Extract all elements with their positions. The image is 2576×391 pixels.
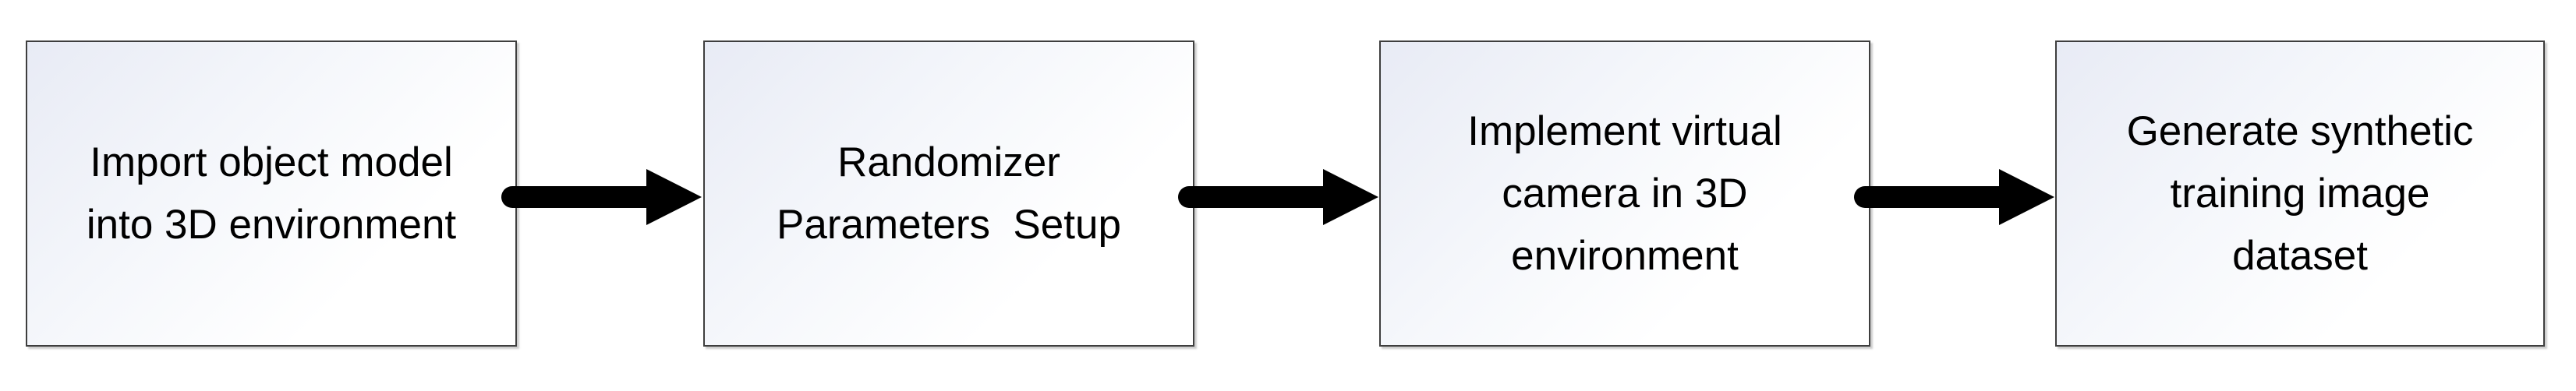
step-label-line: Implement virtual xyxy=(1467,107,1782,154)
step-label: Randomizer Parameters Setup xyxy=(777,132,1121,256)
flow-arrow-3-icon xyxy=(1854,169,2054,225)
step-box-randomizer-parameters-setup: Randomizer Parameters Setup xyxy=(703,41,1194,347)
step-label-line: into 3D environment xyxy=(86,201,457,248)
step-label-line: training image xyxy=(2170,170,2430,217)
step-label: Import object model into 3D environment xyxy=(87,132,456,256)
step-label-line: environment xyxy=(1511,232,1739,279)
step-box-implement-virtual-camera: Implement virtual camera in 3D environme… xyxy=(1379,41,1870,347)
step-label-line: dataset xyxy=(2232,232,2368,279)
flow-arrow-2-icon xyxy=(1178,169,1378,225)
flow-arrow-1-icon xyxy=(501,169,702,225)
step-label-line: Generate synthetic xyxy=(2126,107,2474,154)
step-label-line: Parameters Setup xyxy=(777,201,1121,248)
step-label: Implement virtual camera in 3D environme… xyxy=(1467,100,1782,287)
step-label-line: Randomizer xyxy=(837,139,1060,185)
step-label-line: camera in 3D xyxy=(1502,170,1748,217)
step-box-import-object-model: Import object model into 3D environment xyxy=(26,41,517,347)
step-label: Generate synthetic training image datase… xyxy=(2127,100,2474,287)
step-label-line: Import object model xyxy=(90,139,453,185)
step-box-generate-synthetic-dataset: Generate synthetic training image datase… xyxy=(2055,41,2545,347)
